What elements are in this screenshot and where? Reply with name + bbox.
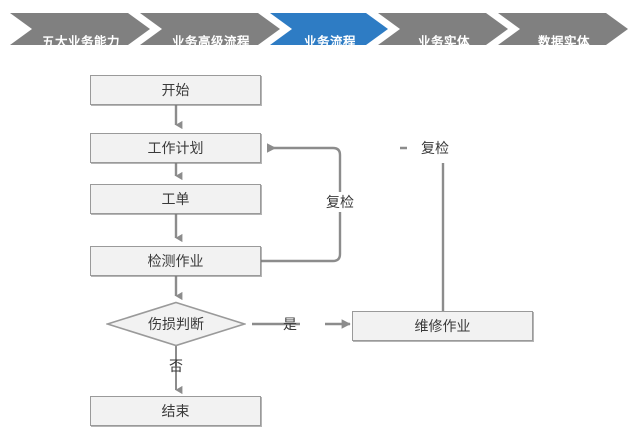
decision-diamond-shape bbox=[106, 301, 246, 347]
node-decision[interactable]: 伤损判断 bbox=[106, 301, 246, 347]
edge-label-recheck-inner: 复检 bbox=[312, 192, 368, 212]
node-repair[interactable]: 维修作业 bbox=[352, 311, 533, 341]
breadcrumb-chevron-1 bbox=[10, 13, 150, 45]
edge-label-recheck-outer: 复检 bbox=[407, 138, 463, 158]
breadcrumb-chevron-2 bbox=[140, 13, 280, 45]
node-inspection[interactable]: 检测作业 bbox=[90, 246, 261, 276]
edge-label-no: 否 bbox=[169, 358, 183, 374]
node-end[interactable]: 结束 bbox=[90, 396, 261, 426]
breadcrumb: 五大业务能力 业务高级流程 业务流程 业务实体 数据实体 bbox=[0, 13, 634, 49]
edge-label-yes: 是 bbox=[283, 316, 297, 332]
breadcrumb-chevron-5 bbox=[498, 13, 628, 45]
node-start[interactable]: 开始 bbox=[90, 75, 261, 105]
breadcrumb-chevron-3 bbox=[270, 13, 388, 45]
node-work-plan[interactable]: 工作计划 bbox=[90, 133, 261, 163]
node-work-order[interactable]: 工单 bbox=[90, 184, 261, 214]
breadcrumb-chevron-4 bbox=[378, 13, 508, 45]
